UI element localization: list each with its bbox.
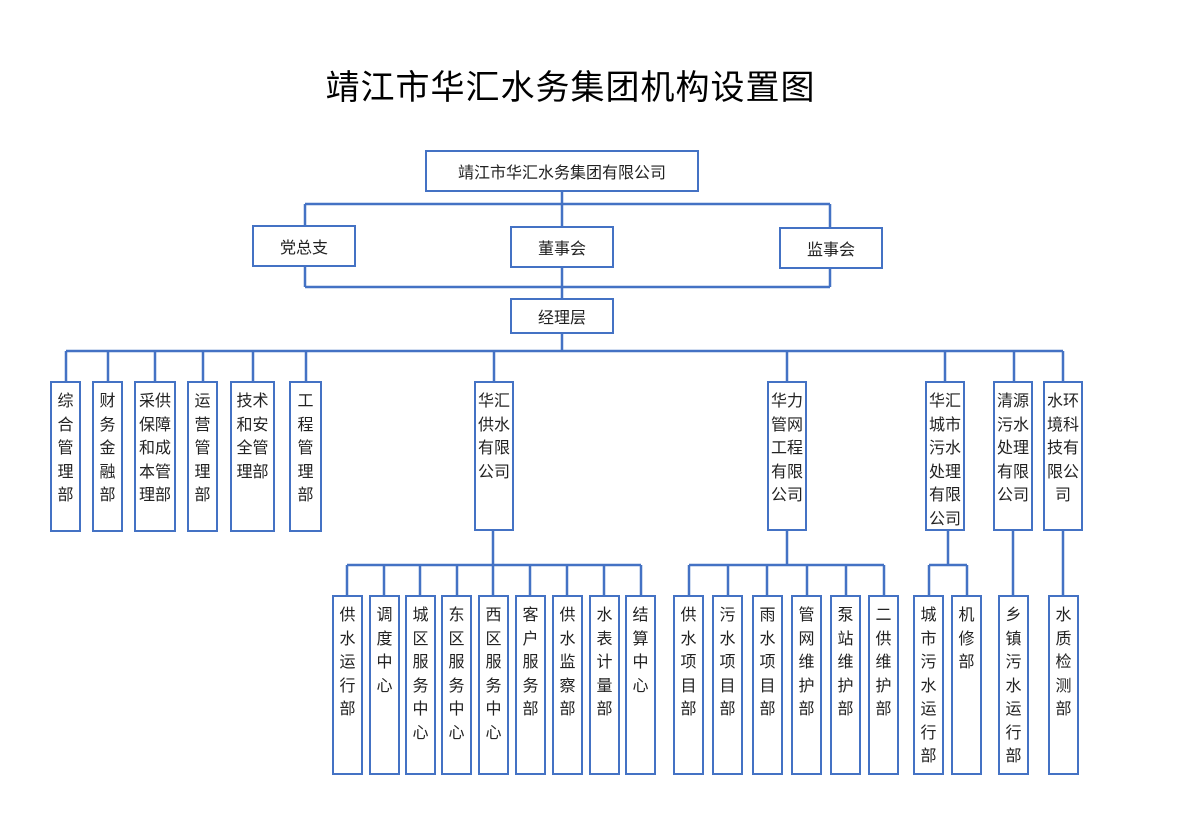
node-board-of-directors: 董事会 — [510, 226, 614, 268]
node-unit: 水质检测部 — [1048, 595, 1079, 775]
node-label: 二供维护部 — [875, 605, 892, 718]
node-label: 乡镇污水运行部 — [1005, 605, 1022, 765]
node-unit: 东区服务中心 — [441, 595, 472, 775]
node-subsidiary: 清源污水处理有限公司 — [993, 381, 1033, 531]
node-label: 污水项目部 — [719, 605, 736, 718]
node-label: 华汇供水有限公司 — [477, 391, 510, 481]
node-subsidiary: 水环境科技有限公司 — [1043, 381, 1083, 531]
node-label: 水质检测部 — [1055, 605, 1072, 718]
node-label: 监事会 — [806, 240, 855, 259]
node-unit: 城区服务中心 — [405, 595, 436, 775]
node-label: 城市污水运行部 — [920, 605, 937, 765]
node-label: 雨水项目部 — [759, 605, 776, 718]
node-label: 城区服务中心 — [412, 605, 429, 742]
node-label: 管网维护部 — [798, 605, 815, 718]
node-department: 技术和安全管理部 — [230, 381, 275, 532]
node-label: 调度中心 — [376, 605, 393, 695]
node-unit: 供水项目部 — [673, 595, 704, 775]
node-label: 东区服务中心 — [448, 605, 465, 742]
node-label: 综合管理部 — [57, 391, 74, 504]
node-label: 结算中心 — [632, 605, 649, 695]
node-label: 华力管网工程有限公司 — [770, 391, 803, 504]
node-label: 运营管理部 — [194, 391, 211, 504]
node-unit: 客户服务部 — [515, 595, 546, 775]
node-subsidiary: 华力管网工程有限公司 — [767, 381, 807, 531]
node-unit: 调度中心 — [369, 595, 400, 775]
node-unit: 城市污水运行部 — [913, 595, 944, 775]
node-subsidiary: 华汇城市污水处理有限公司 — [925, 381, 965, 531]
node-department: 财务金融部 — [92, 381, 123, 532]
node-unit: 水表计量部 — [589, 595, 620, 775]
node-label: 水环境科技有限公司 — [1046, 391, 1079, 504]
node-label: 党总支 — [279, 238, 328, 257]
node-unit: 管网维护部 — [791, 595, 822, 775]
node-label: 靖江市华汇水务集团有限公司 — [457, 163, 666, 182]
node-unit: 供水监察部 — [552, 595, 583, 775]
node-label: 财务金融部 — [99, 391, 116, 504]
node-label: 技术和安全管理部 — [236, 391, 269, 481]
node-subsidiary: 华汇供水有限公司 — [474, 381, 514, 531]
node-management: 经理层 — [510, 298, 614, 334]
node-label: 客户服务部 — [522, 605, 539, 718]
node-unit: 泵站维护部 — [830, 595, 861, 775]
node-unit: 二供维护部 — [868, 595, 899, 775]
node-unit: 西区服务中心 — [478, 595, 509, 775]
node-unit: 供水运行部 — [332, 595, 363, 775]
node-label: 泵站维护部 — [837, 605, 854, 718]
node-department: 工程管理部 — [289, 381, 322, 532]
node-label: 工程管理部 — [297, 391, 314, 504]
node-label: 供水监察部 — [559, 605, 576, 718]
node-label: 经理层 — [537, 308, 586, 327]
node-supervisory-board: 监事会 — [779, 227, 883, 269]
node-unit: 结算中心 — [625, 595, 656, 775]
node-label: 供水项目部 — [680, 605, 697, 718]
chart-title: 靖江市华汇水务集团机构设置图 — [325, 68, 816, 108]
node-party-branch: 党总支 — [252, 225, 356, 267]
node-unit: 机修部 — [951, 595, 982, 775]
node-unit: 雨水项目部 — [752, 595, 783, 775]
node-department: 综合管理部 — [50, 381, 81, 532]
node-department: 运营管理部 — [187, 381, 218, 532]
node-unit: 污水项目部 — [712, 595, 743, 775]
node-label: 董事会 — [537, 239, 586, 258]
node-label: 供水运行部 — [339, 605, 356, 718]
node-department: 采供保障和成本管理部 — [134, 381, 176, 532]
node-label: 西区服务中心 — [485, 605, 502, 742]
node-label: 采供保障和成本管理部 — [138, 391, 171, 504]
node-label: 机修部 — [958, 605, 975, 671]
node-label: 华汇城市污水处理有限公司 — [928, 391, 961, 528]
node-label: 清源污水处理有限公司 — [996, 391, 1029, 504]
node-unit: 乡镇污水运行部 — [998, 595, 1029, 775]
node-root: 靖江市华汇水务集团有限公司 — [425, 150, 699, 192]
node-label: 水表计量部 — [596, 605, 613, 718]
